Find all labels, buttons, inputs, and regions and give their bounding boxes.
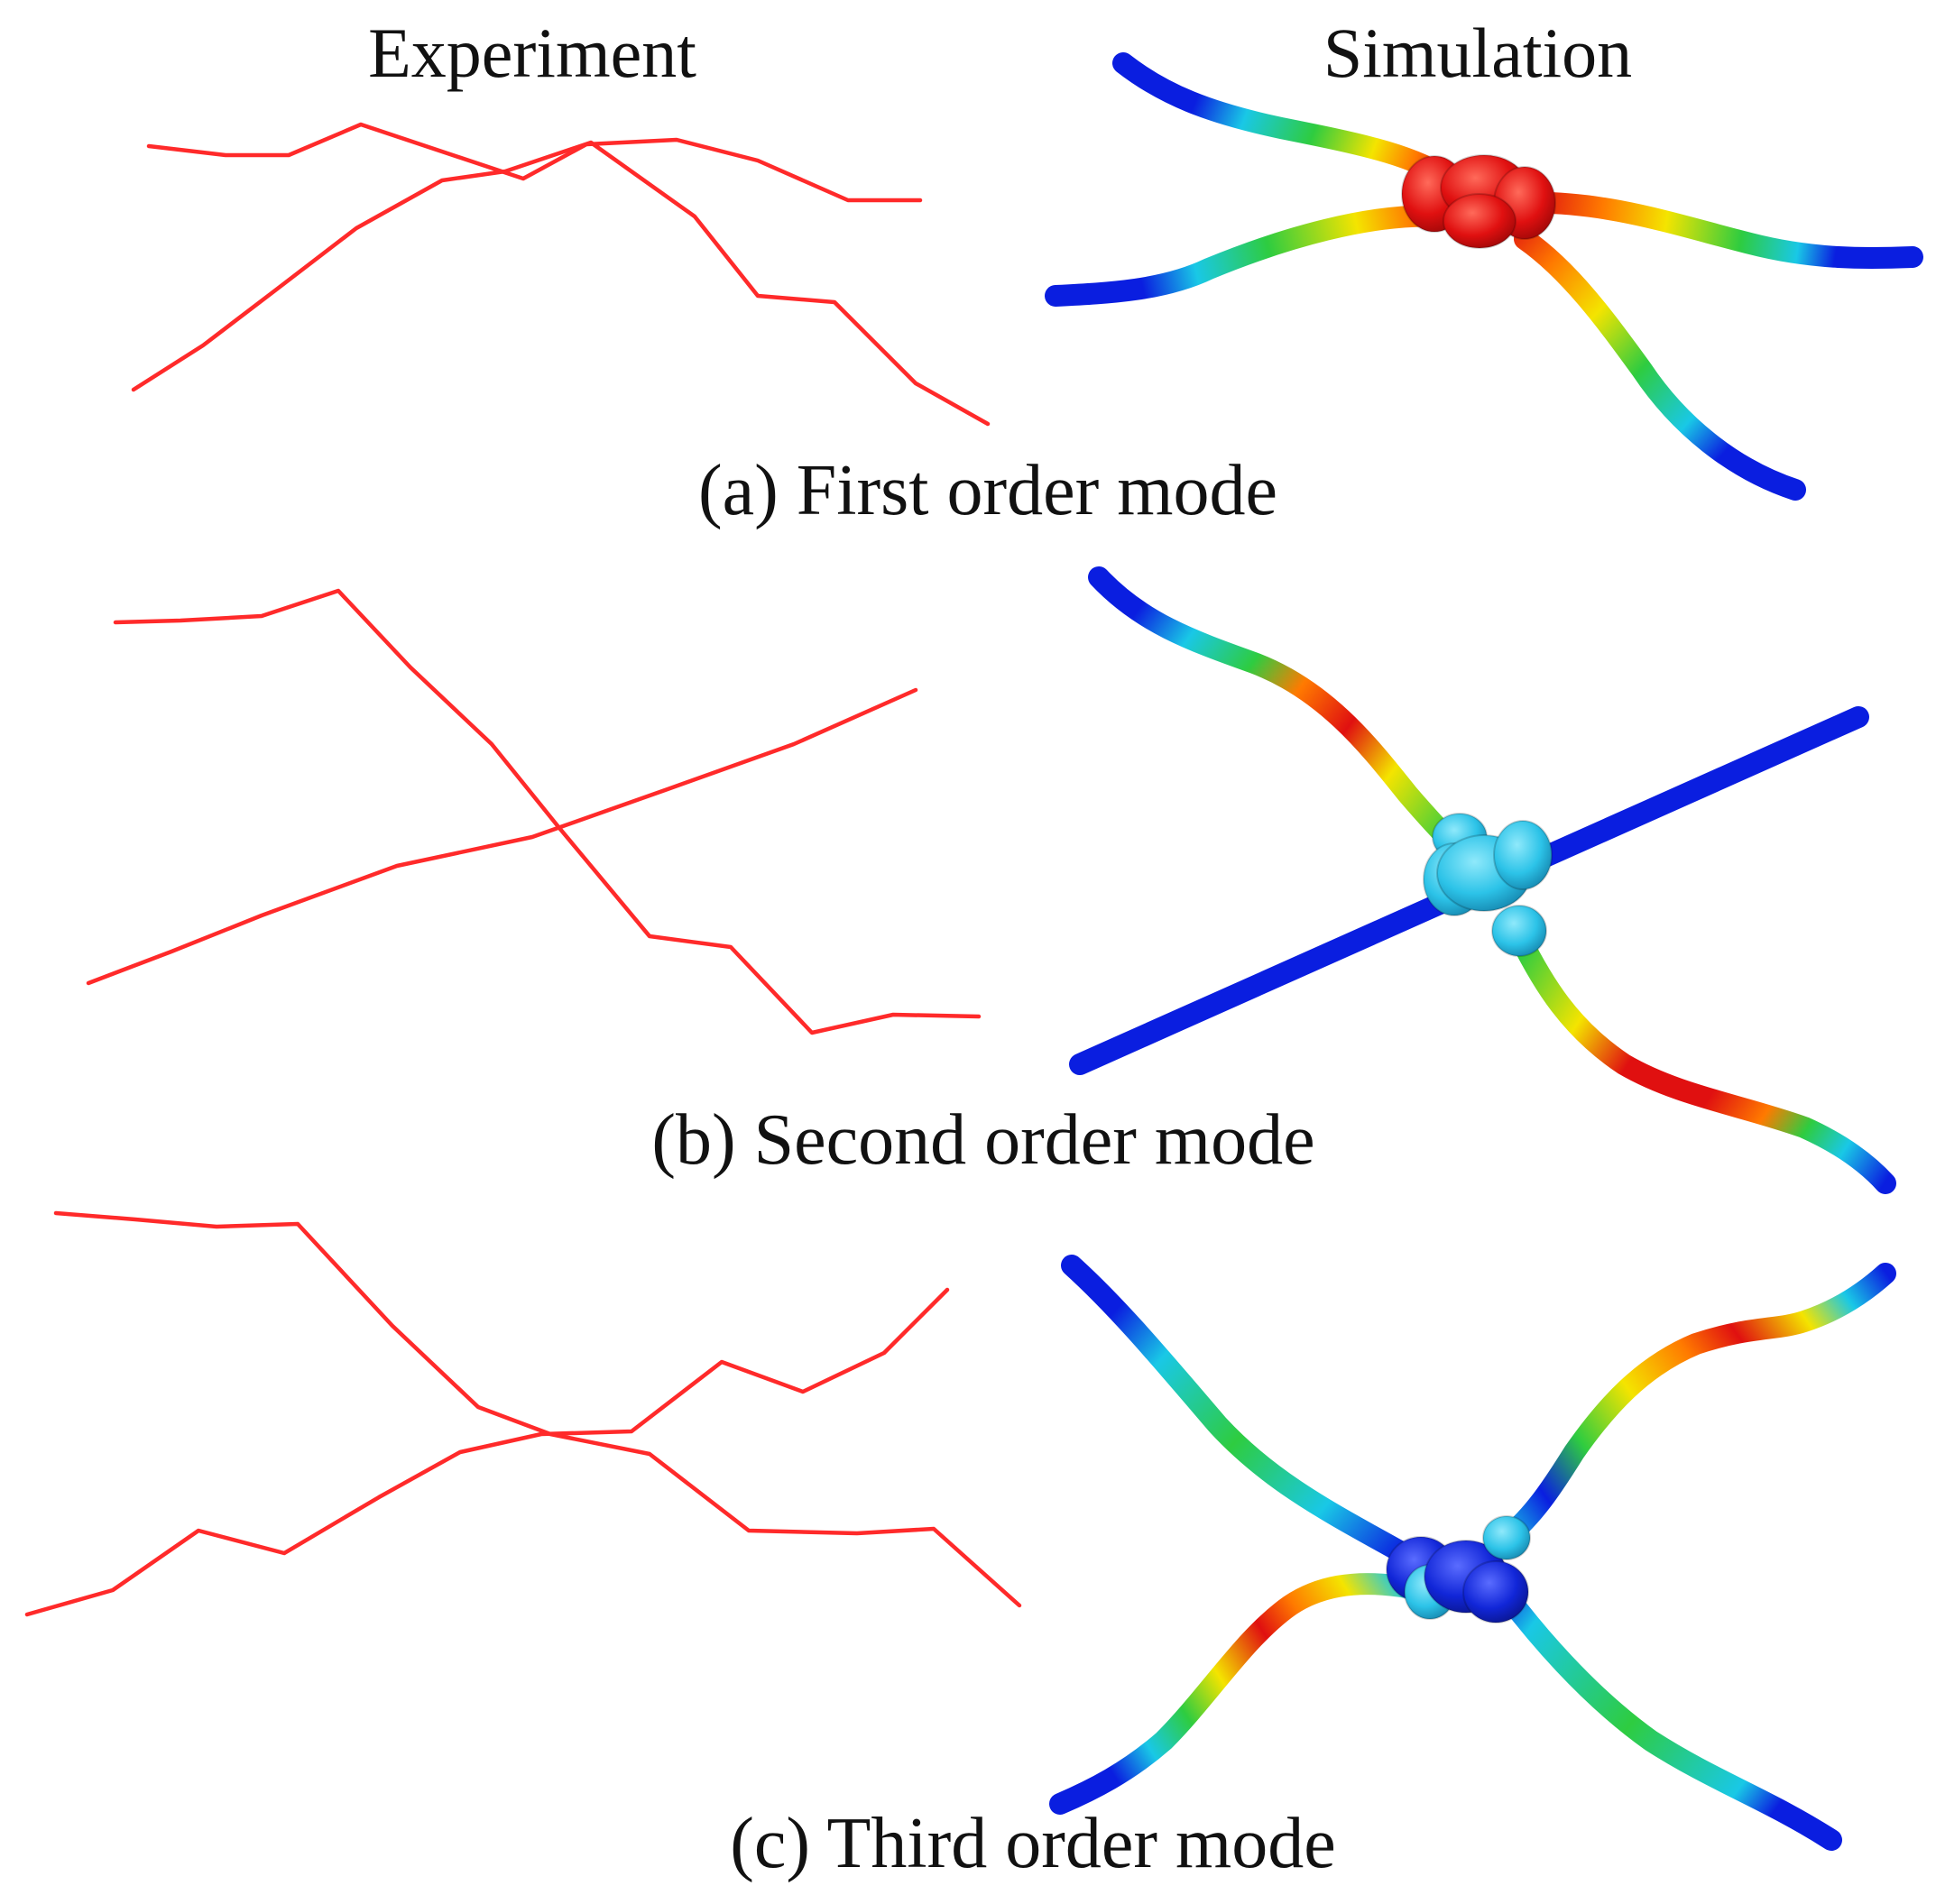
panel-c-experiment-mode-shape [24,1210,1022,1617]
caption-first-order-mode: (a) First order mode [698,451,1277,530]
panel-b-simulation-mode-shape [1069,566,1896,1194]
panel-c-experiment-line-2 [24,1287,950,1617]
panel-b-rod-lower-right [1509,927,1896,1194]
panel-c-rod-lower-left [1049,1573,1418,1815]
panel-b-experiment-line-1 [113,588,982,1035]
panel-a-experiment-mode-shape [131,122,991,427]
caption-third-order-mode: (c) Third order mode [730,1804,1336,1883]
panel-b-rod-upper-left [1088,566,1468,859]
panel-a-experiment-line-1 [146,122,923,203]
panel-c-third-order-mode: (c) Third order mode [24,1210,1896,1883]
panel-a-rod-upper-left [1112,52,1454,187]
experiment-column-header: Experiment [368,14,696,92]
panel-b-experiment-line-2 [86,687,918,986]
panel-c-rod-upper-left [1061,1255,1414,1564]
panel-a-simulation-mode-shape [1045,52,1923,501]
panel-a-rod-lower-left [1045,205,1454,307]
panel-a-first-order-mode: (a) First order mode [131,52,1923,530]
panel-b-second-order-mode: (b) Second order mode [86,566,1896,1194]
caption-second-order-mode: (b) Second order mode [651,1100,1314,1180]
panel-b-experiment-mode-shape [86,588,982,1035]
panel-b-center-hub [1423,813,1553,957]
panel-c-rod-upper-right [1496,1263,1896,1549]
panel-c-experiment-line-1 [53,1210,1022,1608]
panel-c-simulation-mode-shape [1049,1255,1896,1851]
panel-a-experiment-line-2 [131,140,991,427]
simulation-column-header: Simulation [1323,14,1632,92]
panel-c-center-hub [1386,1515,1531,1623]
panel-c-rod-lower-right [1487,1572,1842,1851]
panel-a-rod-lower-right [1514,228,1806,501]
panel-a-center-hub [1401,154,1556,249]
panel-a-rod-right [1514,191,1923,270]
